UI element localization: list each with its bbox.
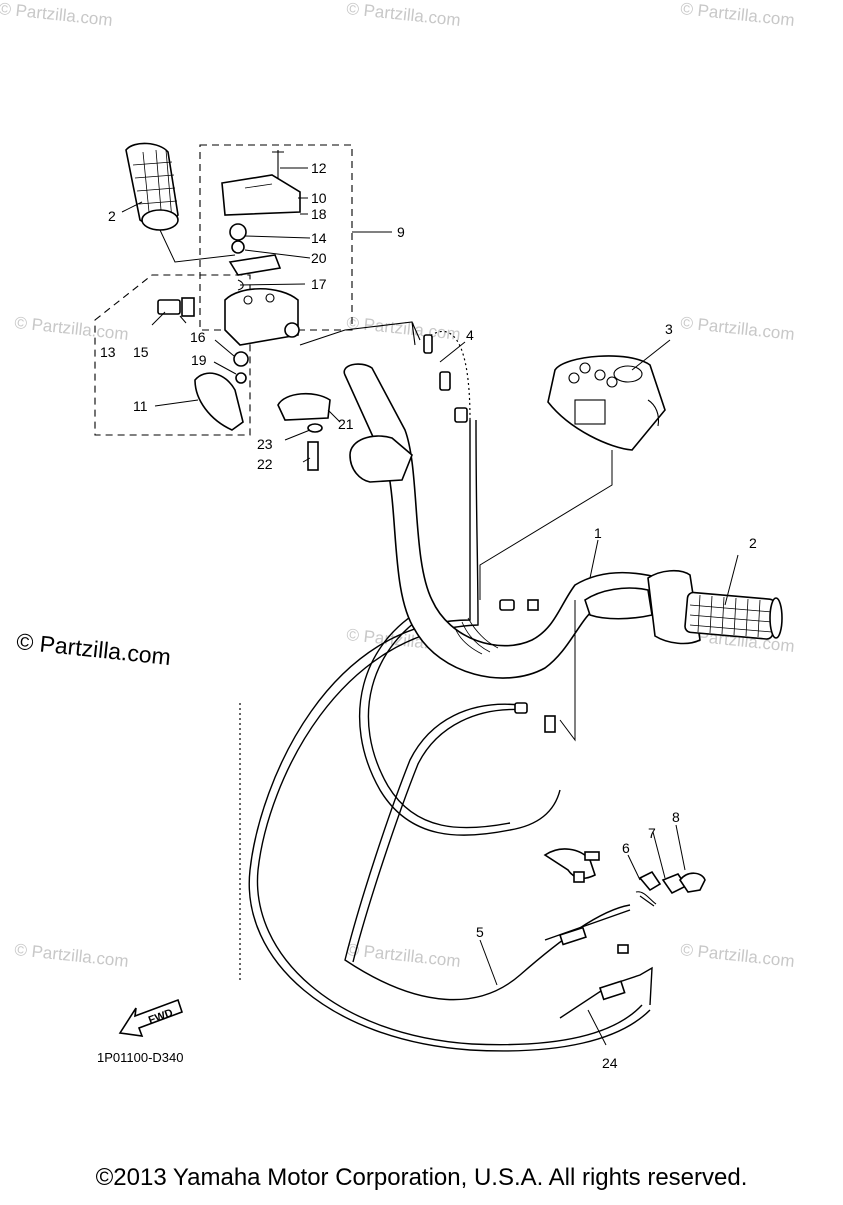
ref-line-4 <box>424 330 471 421</box>
watermark: © Partzilla.com <box>680 313 796 344</box>
handlebar <box>343 363 665 679</box>
callout-5: 5 <box>476 924 484 940</box>
callout-17: 17 <box>311 276 327 292</box>
switch-housing <box>547 355 666 451</box>
callout-2-right-grip: 2 <box>749 535 757 551</box>
callout-9: 9 <box>397 224 405 240</box>
callout-21: 21 <box>338 416 354 432</box>
callout-12: 12 <box>311 160 327 176</box>
callout-15: 15 <box>133 344 149 360</box>
ref-line-3 <box>479 450 613 600</box>
callout-labels: 1 2 2 3 4 5 6 7 8 9 10 11 12 13 14 15 16… <box>100 160 757 1071</box>
callout-13: 13 <box>100 344 116 360</box>
callout-24: 24 <box>602 1055 618 1071</box>
callout-19: 19 <box>191 352 207 368</box>
watermark: © Partzilla.com <box>346 940 462 971</box>
watermark: © Partzilla.com <box>346 0 462 30</box>
callout-16: 16 <box>190 329 206 345</box>
watermark: © Partzilla.com <box>14 313 130 344</box>
callout-18: 18 <box>311 206 327 222</box>
cable-routing <box>248 419 651 1052</box>
ref-line-1 <box>559 600 576 742</box>
callout-4: 4 <box>466 327 474 343</box>
watermark: © Partzilla.com <box>0 0 114 30</box>
left-grip <box>125 142 236 263</box>
cable-fittings <box>423 334 706 1019</box>
copyright-notice: ©2013 Yamaha Motor Corporation, U.S.A. A… <box>95 1164 748 1191</box>
callout-2-left-grip: 2 <box>108 208 116 224</box>
fwd-arrow: FWD <box>118 998 184 1037</box>
ref-lines <box>299 321 421 346</box>
callout-8: 8 <box>672 809 680 825</box>
assembly-9-outline <box>199 144 353 331</box>
callout-7: 7 <box>648 825 656 841</box>
callout-6: 6 <box>622 840 630 856</box>
watermark: © Partzilla.com <box>680 0 796 30</box>
callout-11: 11 <box>133 398 148 414</box>
callout-14: 14 <box>311 230 327 246</box>
callout-10: 10 <box>311 190 327 206</box>
watermark: © Partzilla.com <box>346 313 462 344</box>
leader-lines <box>121 167 739 1046</box>
callout-22: 22 <box>257 456 273 472</box>
diagram-code: 1P01100-D340 <box>97 1050 184 1065</box>
watermark: © Partzilla.com <box>680 940 796 971</box>
watermark: © Partzilla.com <box>14 940 130 971</box>
callout-3: 3 <box>665 321 673 337</box>
right-grip <box>647 569 783 645</box>
switch-assembly <box>157 150 331 471</box>
callout-23: 23 <box>257 436 273 452</box>
callout-1: 1 <box>594 525 602 541</box>
callout-20: 20 <box>311 250 327 266</box>
lever-assembly-outline <box>94 274 251 436</box>
